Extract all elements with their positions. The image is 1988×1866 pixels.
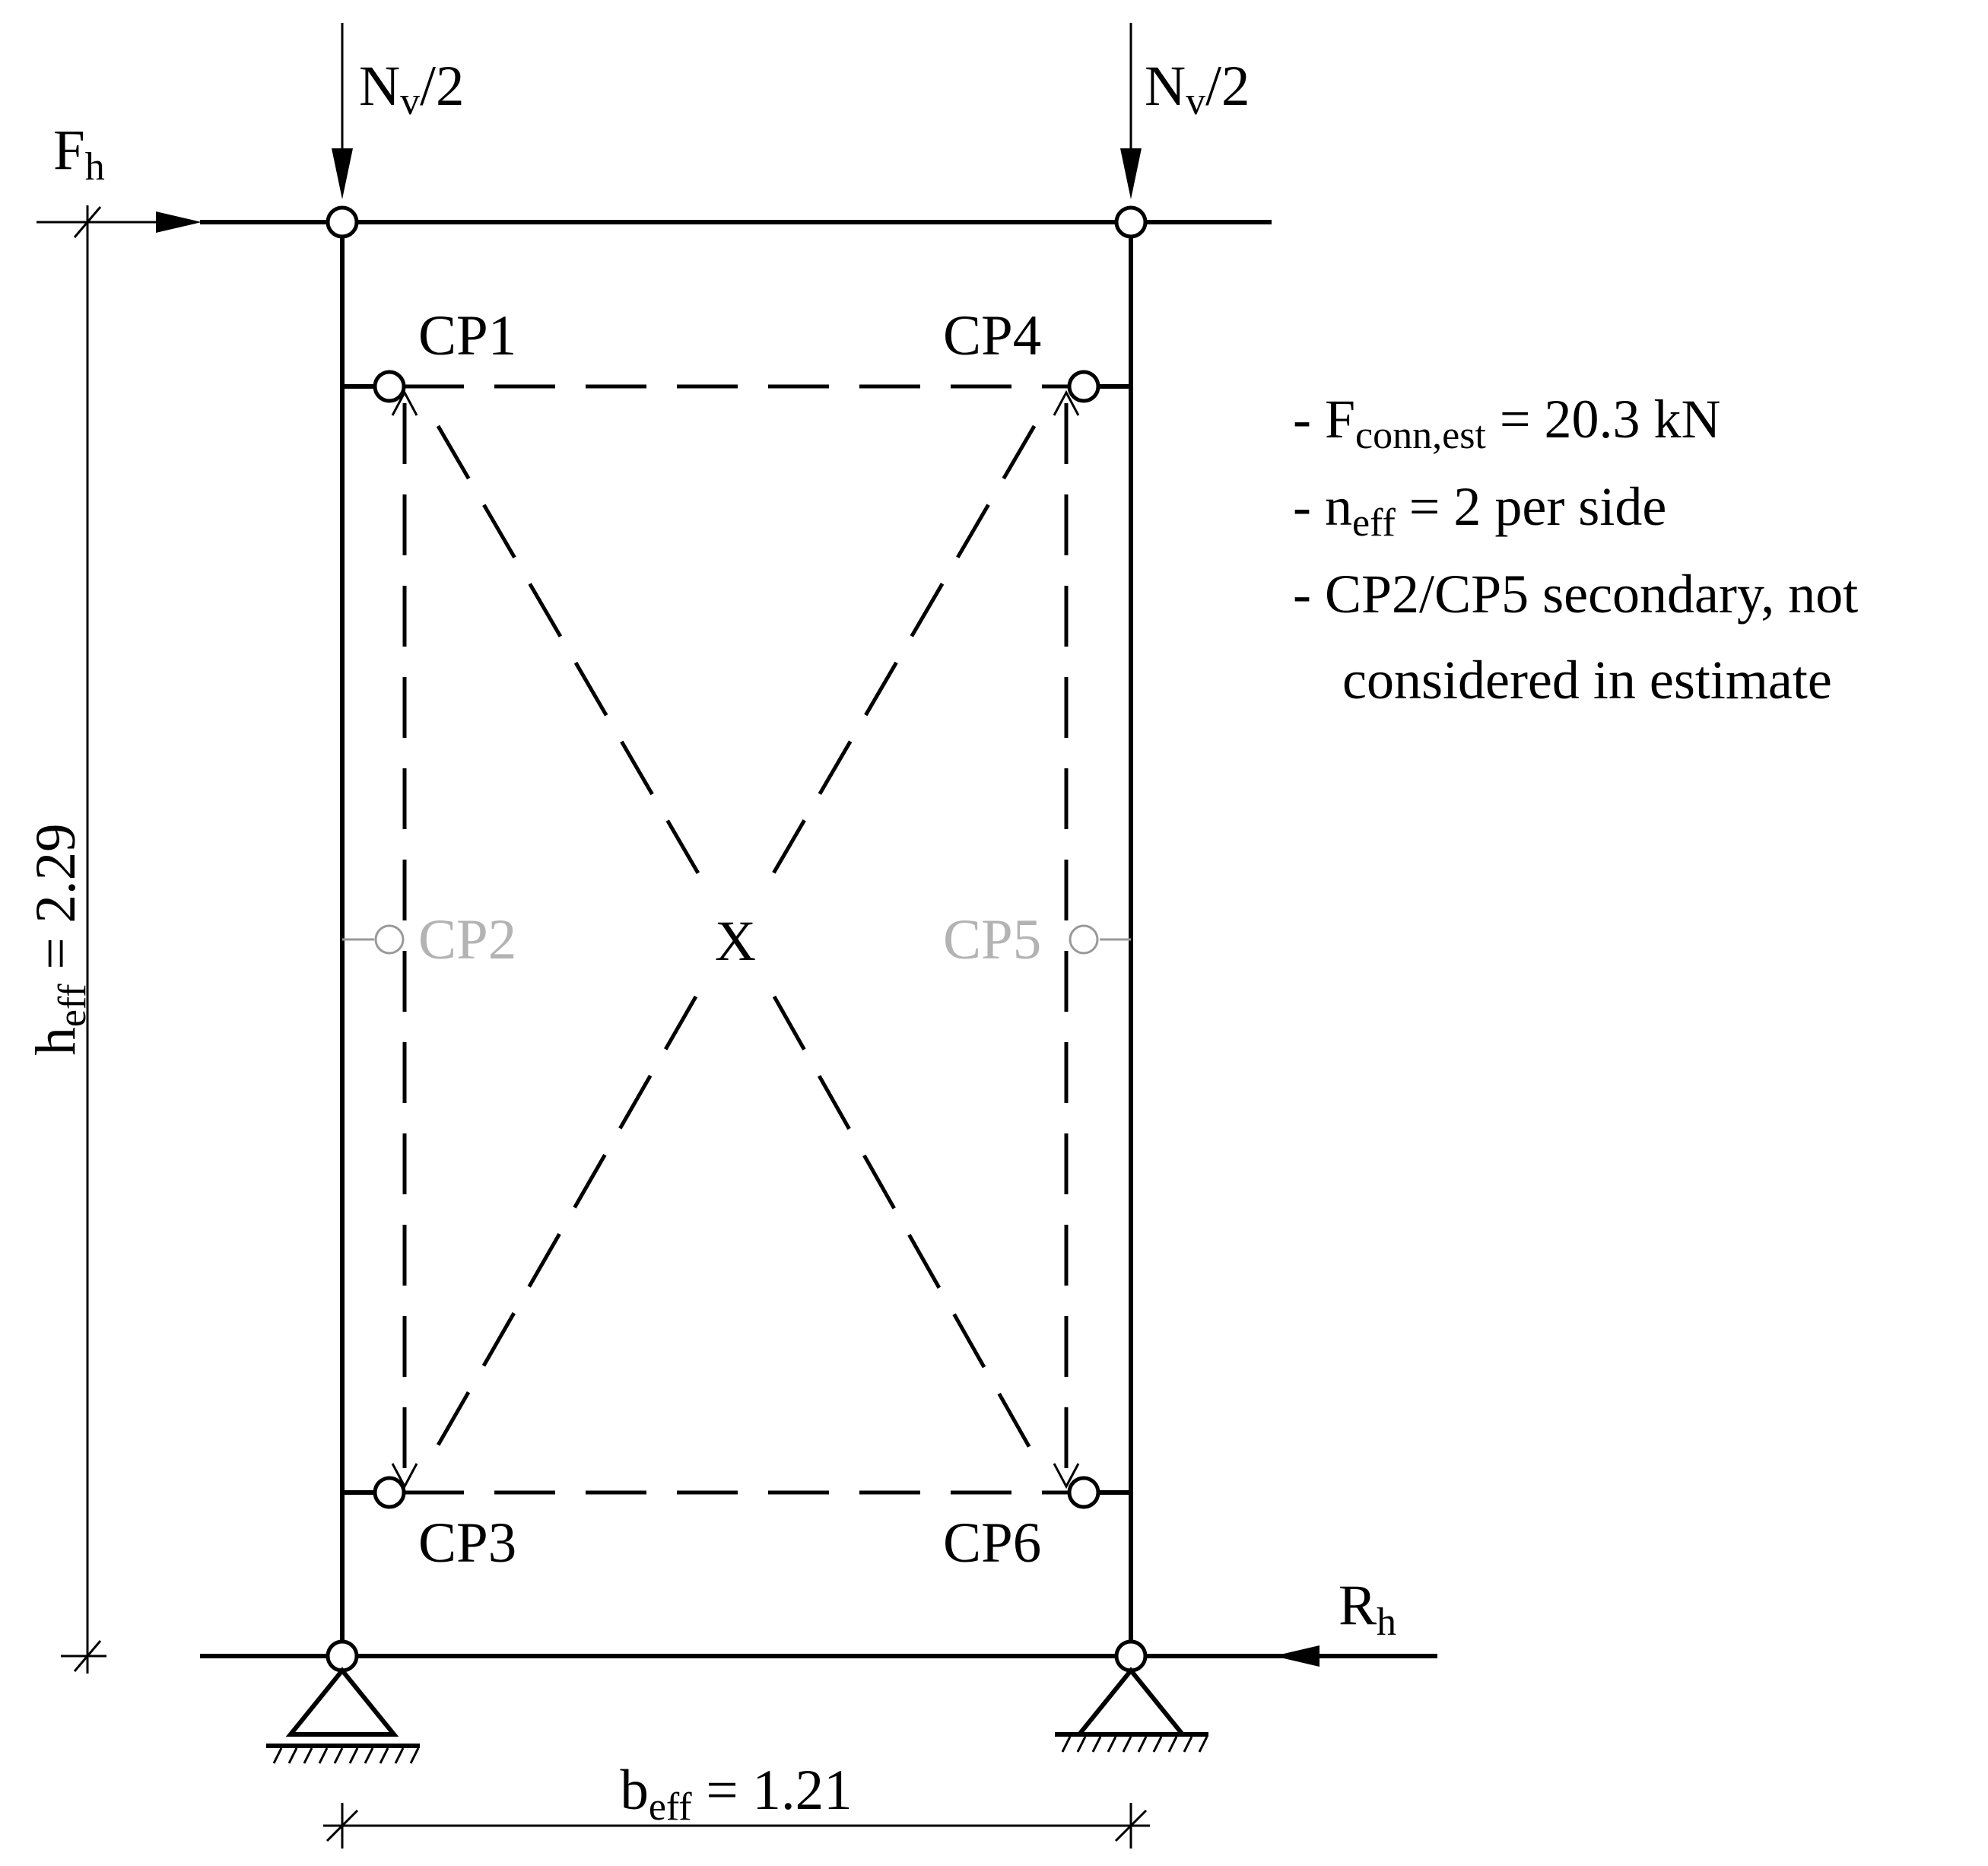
cp2-label: CP2 <box>418 908 516 971</box>
note-line-3: - CP2/CP5 secondary, not <box>1293 564 1858 625</box>
hinge-bottom-left <box>326 1639 359 1673</box>
nv-left-arrowhead <box>332 148 353 199</box>
note-line-1: - Fconn,est = 20.3 kN <box>1293 389 1720 457</box>
nv-right-arrowhead <box>1120 148 1142 199</box>
cp4-node <box>1067 370 1100 403</box>
cp3-node <box>373 1476 406 1509</box>
support-right <box>1055 1667 1208 1753</box>
arrowhead-left-down <box>391 1463 418 1489</box>
hinge-bottom-right <box>1114 1639 1148 1673</box>
cp6-node <box>1067 1476 1100 1509</box>
width-dimension-label: beff = 1.21 <box>620 1759 852 1829</box>
cp1-label: CP1 <box>418 304 516 367</box>
support-left <box>266 1667 420 1764</box>
cp4-label: CP4 <box>943 304 1041 367</box>
arrowhead-right-up <box>1053 389 1080 416</box>
diagonal-center-br <box>772 995 1033 1451</box>
cp1-node <box>373 370 406 403</box>
note-line-4: considered in estimate <box>1342 650 1832 710</box>
nv-left-label: Nv/2 <box>359 55 465 123</box>
cp3-label: CP3 <box>418 1512 516 1575</box>
width-dimension-line <box>323 1803 1150 1849</box>
fh-arrowhead <box>156 211 202 233</box>
rh-label: Rh <box>1339 1574 1396 1644</box>
fh-label: Fh <box>53 119 105 189</box>
height-dimension-label: heff = 2.29 <box>24 823 94 1055</box>
diagonal-tr-center <box>766 424 1037 884</box>
cp6-label: CP6 <box>943 1512 1041 1575</box>
diagonal-tl-center <box>436 424 706 884</box>
diagonal-center-bl <box>433 995 698 1451</box>
note-line-2: - neff = 2 per side <box>1293 476 1666 545</box>
hinge-top-left <box>326 205 359 239</box>
cp5-node <box>1069 924 1099 955</box>
notes-block: - Fconn,est = 20.3 kN - neff = 2 per sid… <box>1293 389 1858 710</box>
arrowhead-right-down <box>1053 1463 1080 1489</box>
rh-arrowhead <box>1274 1645 1320 1667</box>
center-x-label: X <box>715 910 756 973</box>
hinge-top-right <box>1114 205 1148 239</box>
cp5-label: CP5 <box>943 908 1041 971</box>
arrowhead-left-up <box>391 389 418 416</box>
cp2-node <box>374 924 405 955</box>
nv-right-label: Nv/2 <box>1145 55 1250 123</box>
height-dimension-line <box>37 205 106 1674</box>
